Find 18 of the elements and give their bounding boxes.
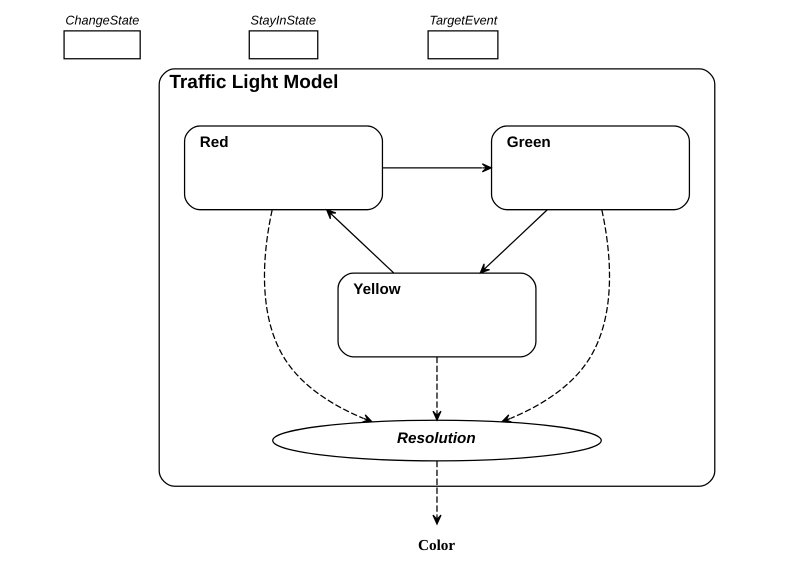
node-label: ChangeState [64, 13, 139, 28]
arrow [432, 460, 442, 525]
node-box: Yellow [336, 272, 536, 358]
arrow [263, 210, 372, 423]
node-text: Color [417, 536, 455, 554]
arrow [479, 209, 548, 274]
arrow [326, 209, 394, 274]
node-label: StayInState [250, 13, 316, 28]
arrow [382, 163, 492, 172]
arrow [500, 210, 610, 423]
node-box [62, 30, 140, 60]
node-box: Green [490, 125, 690, 210]
node-box [248, 30, 318, 60]
node-box [426, 30, 498, 60]
node-label: TargetEvent [428, 13, 497, 28]
node-ellipse: Resolution [272, 420, 602, 462]
arrow [432, 356, 442, 421]
node-box: Red [183, 125, 383, 210]
